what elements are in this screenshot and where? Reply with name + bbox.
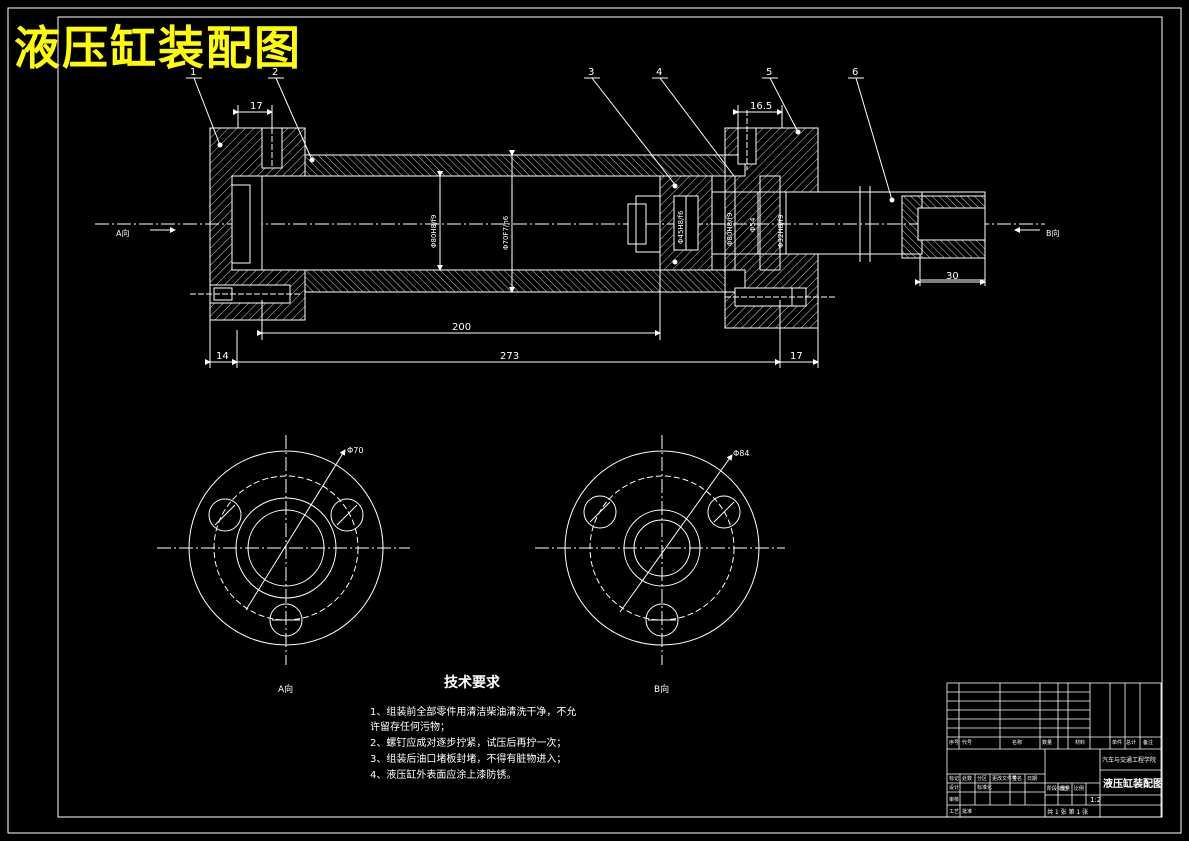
fit-label-6: Φ32H8/f9 bbox=[777, 215, 785, 248]
fit-label-5: Φ54 bbox=[749, 217, 757, 232]
part-number-1: 1 bbox=[190, 67, 196, 78]
tech-requirements-list: 1、组装前全部零件用清洁柴油清洗干净，不允许留存任何污物； 2、螺钉应成对逐步拧… bbox=[370, 705, 585, 784]
title-block-cell-weight: 重量 bbox=[1060, 785, 1070, 792]
part-number-4: 4 bbox=[656, 67, 662, 78]
title-block-cell-unit: 单件 bbox=[1112, 739, 1122, 746]
view-a bbox=[157, 435, 410, 665]
view-label-b: B向 bbox=[654, 685, 670, 695]
part-number-5: 5 bbox=[766, 67, 772, 78]
title-block-cell-note: 备注 bbox=[1143, 739, 1153, 746]
inner-frame bbox=[57, 16, 1163, 818]
view-b bbox=[535, 435, 785, 665]
title-block-cell-count: 处数 bbox=[962, 775, 972, 782]
fit-label-1: Φ80H8/f9 bbox=[430, 215, 438, 248]
fit-label-4: Φ80H8/f9 bbox=[726, 213, 734, 246]
tech-requirement-item: 2、螺钉应成对逐步拧紧，试压后再拧一次； bbox=[370, 738, 567, 749]
outer-frame bbox=[7, 7, 1182, 834]
title-block-cell-review: 审核 bbox=[949, 796, 959, 803]
tech-requirement-item: 4、液压缸外表面应涂上漆防锈。 bbox=[370, 770, 517, 781]
title-block-cell-total: 总计 bbox=[1126, 739, 1136, 746]
title-block-sheet: 共 1 张 第 1 张 bbox=[1047, 808, 1088, 816]
part-number-2: 2 bbox=[272, 67, 278, 78]
circle-dim-b: Φ84 bbox=[733, 449, 749, 458]
title-block-cell-mark: 标记 bbox=[949, 775, 959, 782]
title-block-cell-stage: 阶段标记 bbox=[1047, 785, 1067, 792]
title-block-cell-seq: 序号 bbox=[949, 739, 959, 746]
title-block-cell-zone: 分区 bbox=[977, 775, 987, 782]
title-block-cell-process: 工艺 bbox=[949, 809, 959, 815]
dimension-30: 30 bbox=[946, 271, 959, 282]
dimension-14: 14 bbox=[216, 351, 229, 362]
dimension-273: 273 bbox=[500, 351, 519, 362]
right-end-cap bbox=[724, 127, 819, 329]
title-block-cell-material: 材料 bbox=[1075, 739, 1085, 746]
title-block-cell-change: 更改文件号 bbox=[992, 775, 1017, 782]
fit-label-3: Φ45H8/f6 bbox=[677, 210, 685, 244]
part-number-3: 3 bbox=[588, 67, 594, 78]
view-label-a: A向 bbox=[278, 685, 294, 695]
barrel-top bbox=[304, 154, 726, 177]
tech-requirement-item: 3、组装后油口堵板封堵，不得有脏物进入； bbox=[370, 754, 567, 765]
title-block-scale: 1:2 bbox=[1090, 796, 1101, 804]
title-block-cell-approve: 批准 bbox=[962, 808, 972, 815]
tech-requirements-title: 技术要求 bbox=[444, 675, 500, 691]
drawing-title: 液压缸装配图 bbox=[14, 21, 302, 75]
title-block-cell-code: 代号 bbox=[962, 739, 972, 746]
title-block-cell-date: 日期 bbox=[1027, 776, 1037, 782]
title-block-cell-sign: 签名 bbox=[1012, 775, 1022, 782]
tech-requirement-item: 1、组装前全部零件用清洁柴油清洗干净，不允许留存任何污物； bbox=[370, 707, 577, 733]
section-view bbox=[95, 77, 1045, 368]
title-block-cell-design: 设计 bbox=[949, 784, 959, 791]
barrel-bottom bbox=[304, 269, 726, 293]
dimension-16-5: 16.5 bbox=[750, 101, 772, 112]
title-block-cell-name: 名称 bbox=[1012, 739, 1022, 746]
direction-label-b: B向 bbox=[1046, 228, 1060, 238]
dimension-17-top: 17 bbox=[250, 101, 263, 112]
circle-dim-a: Φ70 bbox=[347, 446, 363, 455]
fit-label-2: Φ70F7/h6 bbox=[502, 215, 510, 250]
dimension-17-bottom: 17 bbox=[790, 351, 803, 362]
title-block-school: 汽车与交通工程学院 bbox=[1102, 756, 1156, 764]
part-number-6: 6 bbox=[852, 67, 858, 78]
title-block-cell-ratio: 比例 bbox=[1074, 785, 1084, 792]
title-block-cell-qty: 数量 bbox=[1042, 739, 1052, 746]
dimension-200: 200 bbox=[452, 322, 471, 333]
title-block bbox=[946, 682, 1162, 818]
title-block-drawing-name: 液压缸装配图 bbox=[1103, 777, 1163, 790]
direction-label-a: A向 bbox=[116, 228, 129, 238]
title-block-cell-standard: 标准化 bbox=[977, 784, 992, 791]
